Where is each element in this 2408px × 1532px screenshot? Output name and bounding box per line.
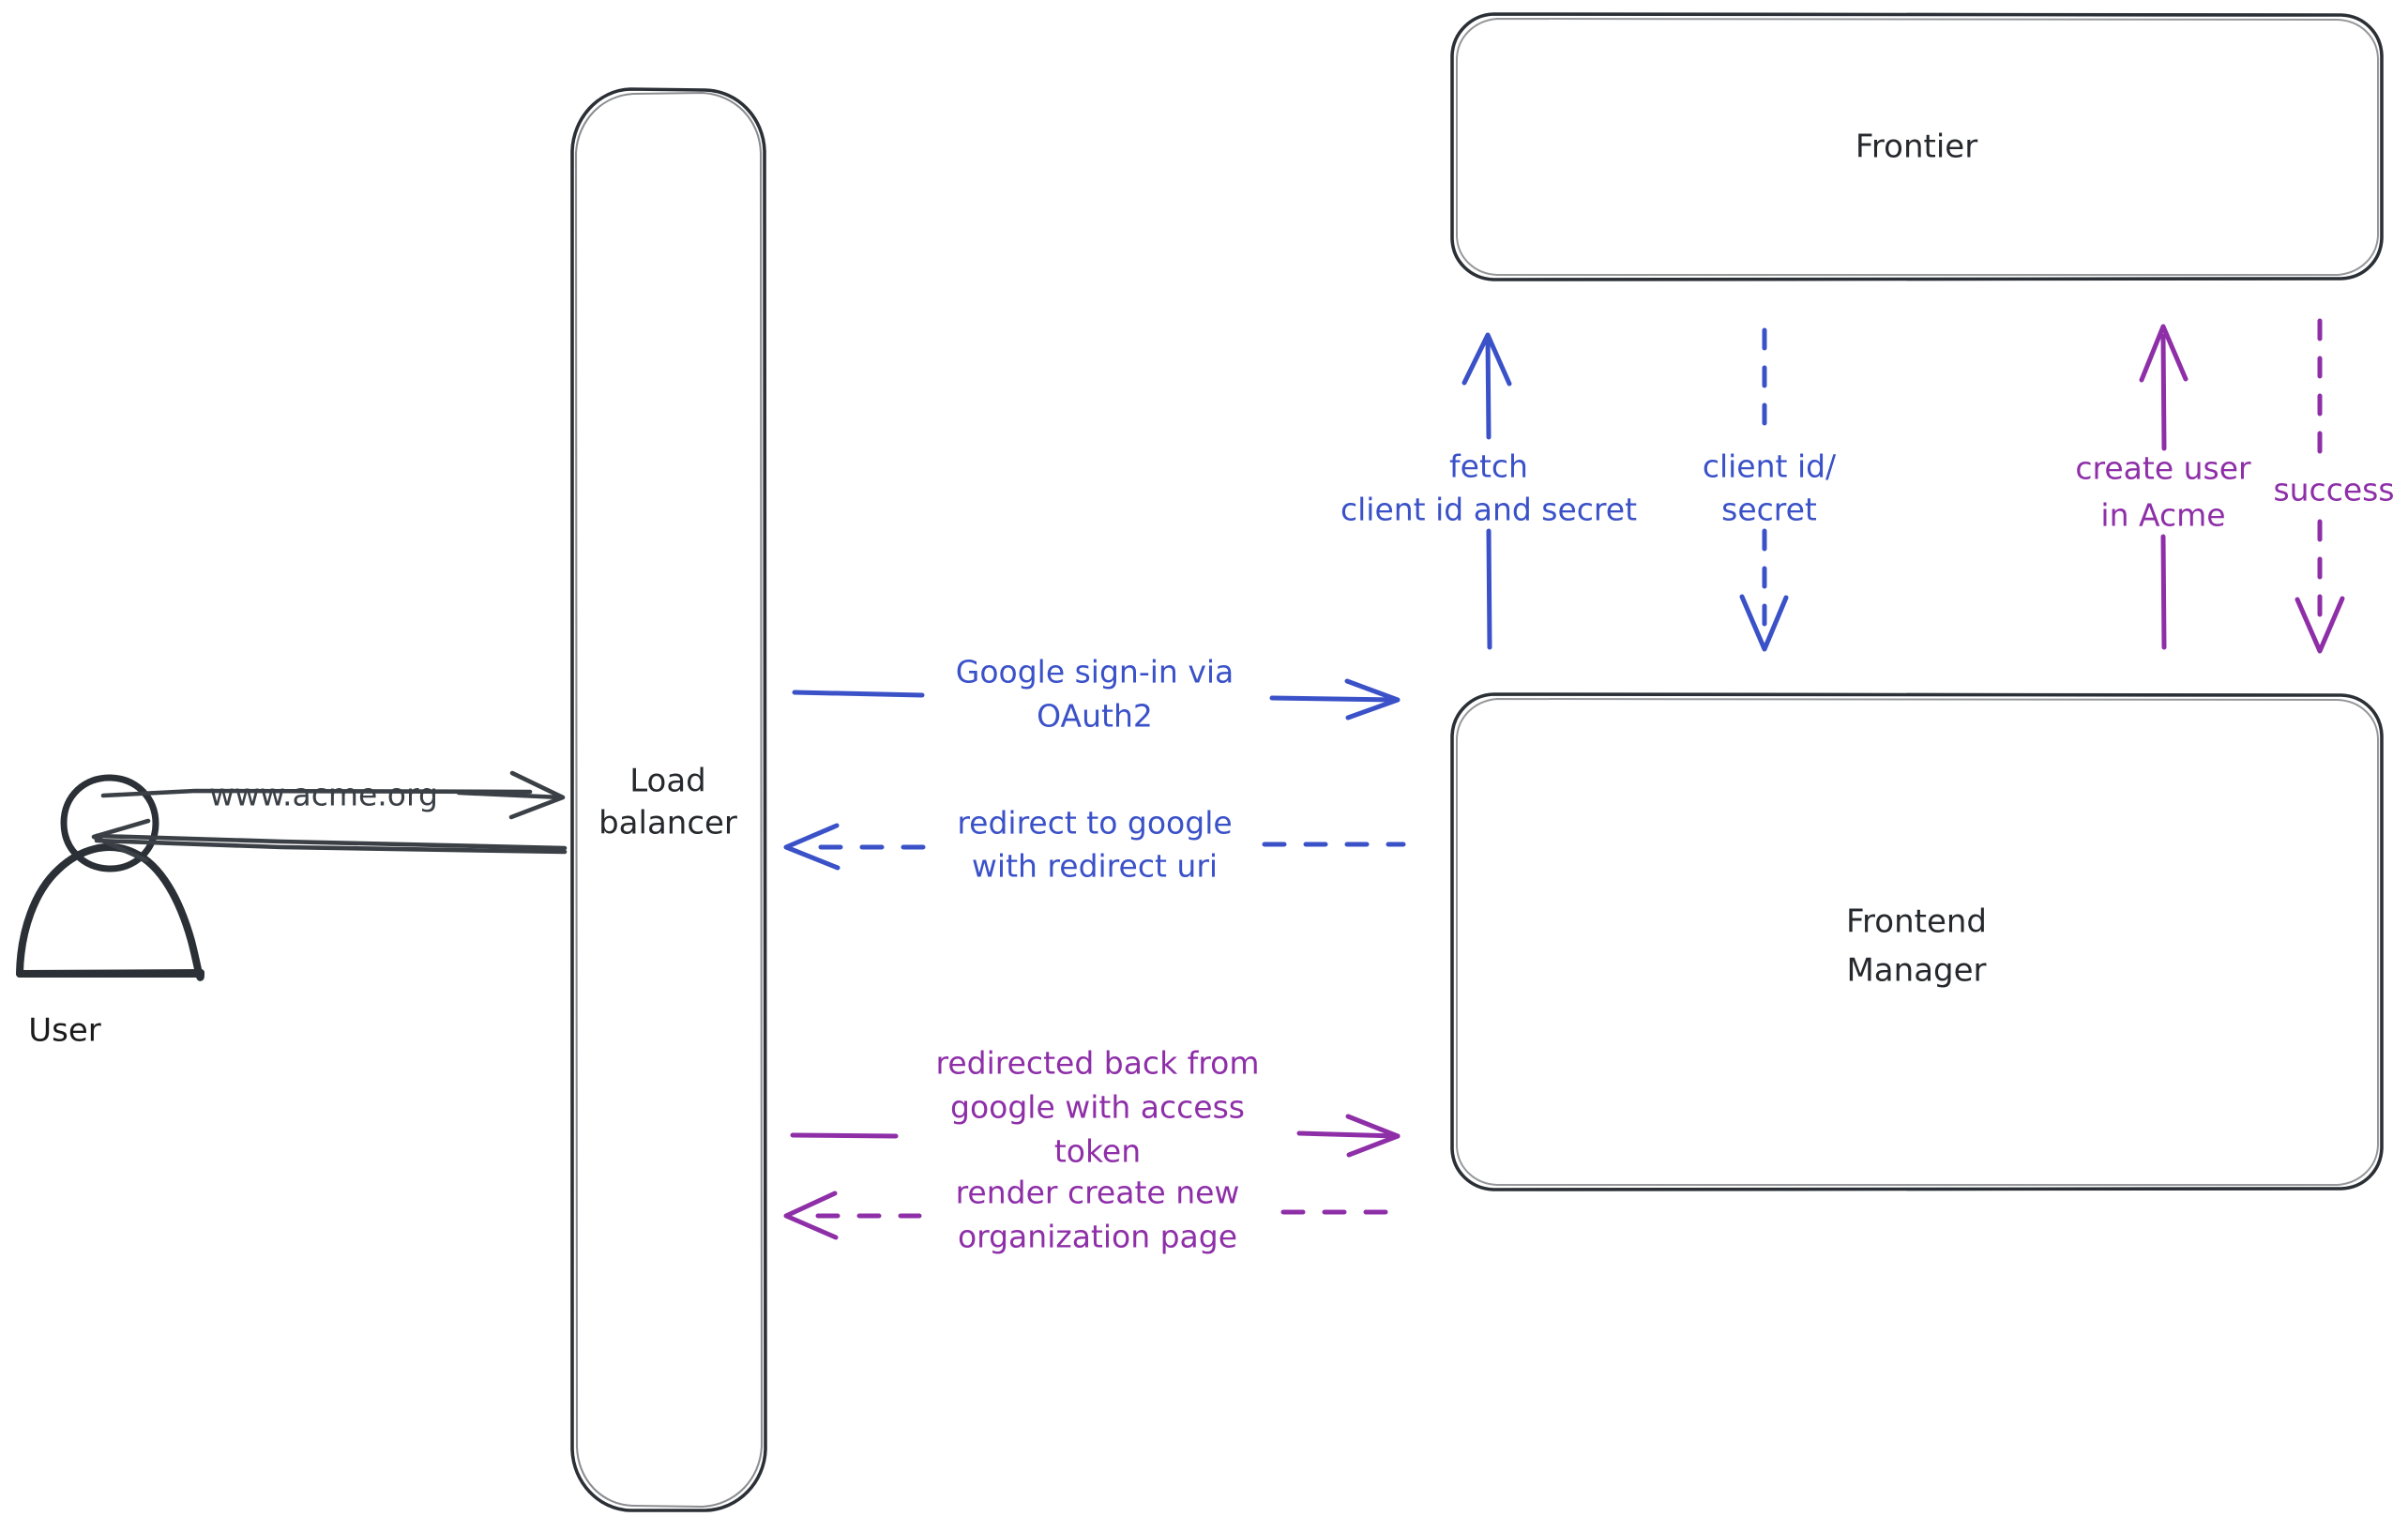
edge-user-to-lb-arrowhead xyxy=(508,770,566,820)
edge-fetch-label-line-2: client id and secret xyxy=(1340,492,1637,528)
frontier-label: Frontier xyxy=(1855,129,1977,166)
user-head xyxy=(60,774,159,872)
edge-fetch-line-lower xyxy=(1486,528,1492,650)
edge-redirected-back-line-right xyxy=(1296,1130,1401,1139)
frontend-manager-shape xyxy=(1450,692,2384,1191)
edge-lb-to-user-arrowhead xyxy=(91,818,151,863)
edge-client-id-secret-response: client id/ secret xyxy=(1703,327,1837,652)
frontier-shape xyxy=(1450,12,2384,281)
frontend-manager-node[interactable]: Frontend Manager xyxy=(1450,692,2384,1191)
edge-google-signin-arrowhead xyxy=(1344,678,1401,720)
edge-google-signin-line-right xyxy=(1269,695,1399,703)
frontend-manager-shape-2 xyxy=(1456,698,2379,1186)
load-balancer-shape-2 xyxy=(574,91,764,1509)
edge-success-arrowhead xyxy=(2294,596,2345,654)
edge-render-org-arrowhead xyxy=(783,1191,839,1240)
edge-fetch-client-id-and-secret: fetch client id and secret xyxy=(1340,332,1637,650)
edge-google-signin-label-line-2: OAuth2 xyxy=(1037,698,1153,735)
frontend-manager-label-line-1: Frontend xyxy=(1846,903,1987,941)
edge-redirected-back-label-line-3: token xyxy=(1054,1133,1141,1170)
edge-client-id-secret-arrowhead xyxy=(1739,594,1789,652)
edge-google-signin-oauth2: Google sign-in via OAuth2 xyxy=(792,654,1401,735)
user-body-base xyxy=(16,969,204,978)
edge-user-to-load-balancer: www.acme.org xyxy=(100,770,566,820)
edge-google-signin-label-line-1: Google sign-in via xyxy=(956,654,1234,690)
load-balancer-label-line-1: Load xyxy=(629,763,706,800)
edge-lb-to-user-line xyxy=(94,833,568,851)
edge-fetch-label-line-1: fetch xyxy=(1449,448,1528,485)
edge-create-user-in-acme: create user in Acme xyxy=(2075,324,2251,650)
edge-load-balancer-to-user xyxy=(91,818,568,863)
edge-create-user-line-upper xyxy=(2160,333,2167,451)
load-balancer-label-line-2: balancer xyxy=(598,805,737,842)
load-balancer-node[interactable]: Load balancer xyxy=(570,87,767,1512)
edge-redirected-back-label-line-2: google with access xyxy=(950,1089,1245,1126)
edge-create-user-label-line-1: create user xyxy=(2075,450,2251,487)
user-actor: User xyxy=(16,774,204,1050)
edge-redirected-back-with-access-token: redirected back from google with access … xyxy=(790,1045,1401,1170)
edge-fetch-arrowhead xyxy=(1461,332,1512,387)
edge-client-id-secret-label-line-2: secret xyxy=(1721,492,1817,528)
edge-create-user-line-lower xyxy=(2160,534,2167,650)
frontend-manager-label-line-2: Manager xyxy=(1846,952,1986,990)
edge-render-org-label-line-2: organization page xyxy=(958,1219,1237,1255)
edge-redirect-label-line-2: with redirect uri xyxy=(972,848,1218,885)
edge-redirect-arrowhead xyxy=(783,823,841,871)
edge-create-user-label-line-2: in Acme xyxy=(2100,497,2225,534)
edge-render-org-label-line-1: render create new xyxy=(956,1175,1240,1211)
edge-redirected-back-label-line-1: redirected back from xyxy=(936,1045,1260,1082)
edge-user-to-lb-label: www.acme.org xyxy=(209,777,438,813)
edge-render-create-new-organization-page: render create new organization page xyxy=(783,1175,1406,1255)
edge-redirect-to-google: redirect to google with redirect uri xyxy=(783,805,1406,885)
edge-success-label: success xyxy=(2273,472,2394,508)
edge-lb-to-user-line-2 xyxy=(94,838,568,855)
edge-client-id-secret-label-line-1: client id/ xyxy=(1703,448,1837,485)
edge-success-response: success xyxy=(2273,318,2395,654)
edge-user-to-lb-line xyxy=(100,788,533,798)
frontier-shape-2 xyxy=(1456,18,2379,276)
edge-fetch-line-upper xyxy=(1485,333,1492,440)
edge-google-signin-line-left xyxy=(792,690,925,698)
load-balancer-shape xyxy=(570,87,767,1512)
edge-redirected-back-arrowhead xyxy=(1345,1114,1401,1158)
frontier-node[interactable]: Frontier xyxy=(1450,12,2384,281)
edge-create-user-arrowhead xyxy=(2139,324,2188,383)
edge-user-to-lb-line-tail xyxy=(456,790,564,800)
user-actor-label: User xyxy=(28,1012,101,1050)
edge-redirect-label-line-1: redirect to google xyxy=(957,805,1232,842)
edge-redirected-back-line-left xyxy=(790,1132,899,1139)
